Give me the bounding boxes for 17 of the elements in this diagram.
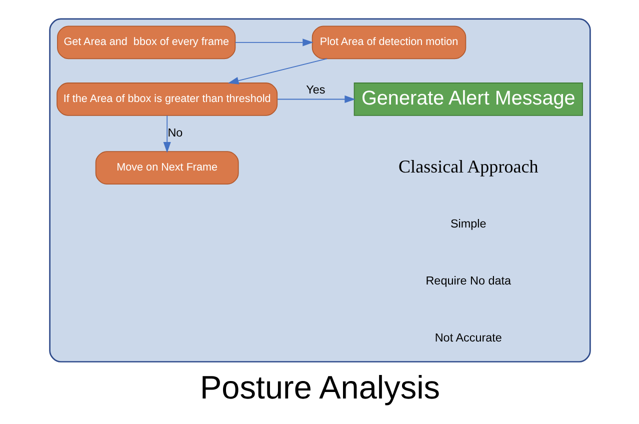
node-box: If the Area of bbox is greater than threshold <box>56 82 278 116</box>
edge-label: Yes <box>306 83 325 96</box>
node-box: Move on Next Frame <box>94 151 238 184</box>
label: Require No data <box>425 274 511 288</box>
arrow <box>276 95 355 104</box>
arrow <box>162 115 170 153</box>
node-box: Plot Area of detection motion <box>311 26 466 60</box>
label: Not Accurate <box>434 331 502 344</box>
diagram-title: Posture Analysis <box>199 370 440 406</box>
node-box: Get Area and bbox of every frame <box>56 26 236 60</box>
edge-label: No <box>167 126 182 140</box>
arrow <box>227 58 327 84</box>
cluster <box>48 18 590 362</box>
label: Classical Approach <box>398 156 538 176</box>
node-box: Generate Alert Message <box>353 82 582 116</box>
label: Simple <box>450 218 486 231</box>
arrow <box>234 38 313 46</box>
